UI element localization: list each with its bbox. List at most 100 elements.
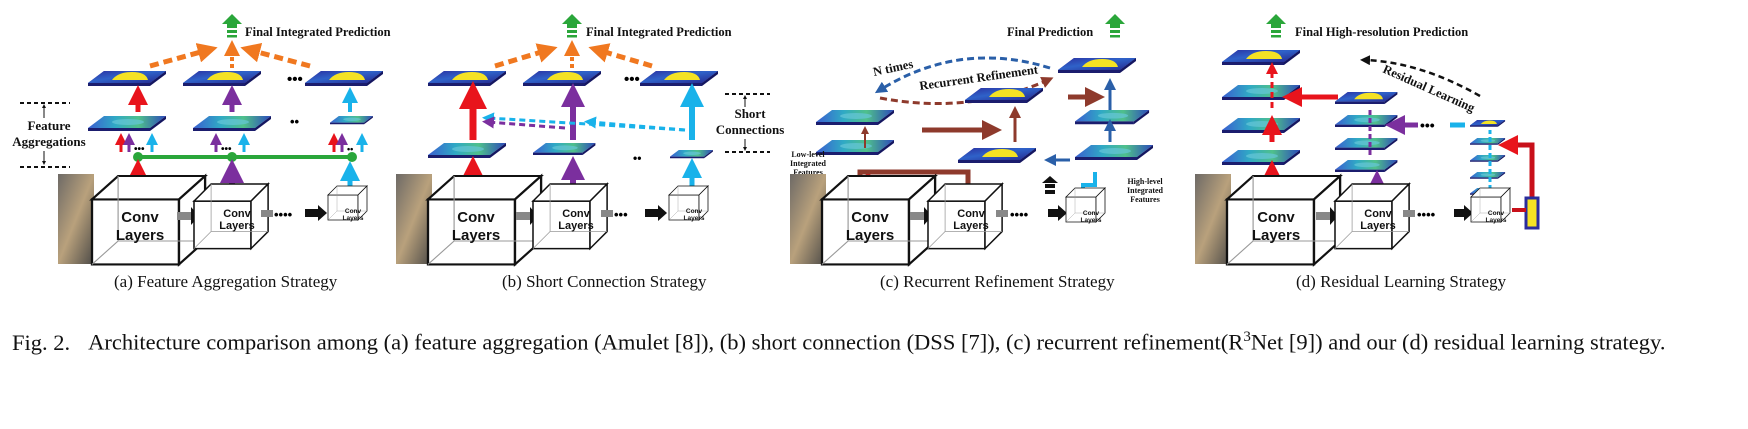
- panel-b-short-connection: Final Integrated Prediction ••• •• Short…: [396, 14, 785, 266]
- conv-label: Layers: [452, 227, 500, 244]
- side-label: Aggregations: [12, 134, 85, 149]
- caption-text: Architecture comparison among (a) featur…: [88, 329, 1244, 355]
- low-level-label: Low-level: [791, 150, 825, 159]
- figure-caption: Fig. 2. Architecture comparison among (a)…: [12, 323, 1737, 357]
- final-output-arrow-icon: [562, 14, 582, 38]
- panel-c-recurrent-refinement: Final Prediction N times Recurrent Refin…: [790, 14, 1164, 266]
- conv-label: Layers: [953, 220, 988, 232]
- conv-label: Conv: [1488, 210, 1505, 217]
- side-label: Feature: [27, 118, 70, 133]
- high-level-label: High-level: [1127, 177, 1163, 186]
- input-image: [58, 174, 94, 264]
- panel-d-top-label: Final High-resolution Prediction: [1295, 25, 1468, 39]
- conv-label: Conv: [1364, 208, 1392, 220]
- conv-label: Conv: [957, 208, 985, 220]
- input-image: [790, 174, 826, 264]
- svg-text:••••: ••••: [1417, 207, 1436, 222]
- prediction-map: [1335, 92, 1398, 104]
- panel-c-top-label: Final Prediction: [1007, 25, 1093, 39]
- prediction-map: [305, 71, 383, 86]
- architecture-figure: Final Integrated Prediction ••• •• ••• •…: [12, 14, 1540, 266]
- feature-map: [88, 116, 166, 131]
- subcaption-d: (d) Residual Learning Strategy: [1296, 272, 1507, 291]
- feature-map: [1075, 145, 1153, 160]
- caption-superscript: 3: [1243, 329, 1251, 345]
- input-image: [396, 174, 432, 264]
- conv-label: Layers: [684, 215, 705, 222]
- prediction-map: [1222, 50, 1300, 65]
- prediction-map: [1058, 58, 1136, 73]
- high-level-label: Features: [1130, 195, 1160, 204]
- svg-text:••: ••: [633, 151, 641, 165]
- prediction-map: [640, 71, 718, 86]
- feature-map: [1222, 85, 1300, 100]
- final-output-arrow-icon: [1105, 14, 1125, 38]
- svg-text:•••: •••: [134, 144, 145, 155]
- high-level-label: Integrated: [1127, 186, 1164, 195]
- feature-map: [1470, 172, 1506, 179]
- conv-label: Conv: [1257, 209, 1295, 226]
- input-thumbnail: [1524, 196, 1540, 230]
- caption-label: Fig. 2.: [12, 329, 71, 355]
- feature-map: [1335, 160, 1398, 172]
- panel-a-feature-aggregation: Final Integrated Prediction ••• •• ••• •…: [12, 14, 391, 266]
- conv-label: Layers: [1081, 217, 1102, 224]
- conv-label: Conv: [223, 208, 251, 220]
- conv-label: Layers: [1360, 220, 1395, 232]
- feature-map: [1335, 115, 1398, 127]
- feature-map: [330, 116, 373, 125]
- conv-label: Layers: [1252, 227, 1300, 244]
- prediction-map: [523, 71, 601, 86]
- feature-map: [193, 116, 271, 131]
- prediction-map: [1470, 120, 1506, 127]
- svg-text:•••: •••: [221, 144, 232, 155]
- side-label: Short: [734, 106, 766, 121]
- prediction-map: [88, 71, 166, 86]
- prediction-map: [183, 71, 261, 86]
- feature-map: [1222, 118, 1300, 133]
- conv-label: Layers: [116, 227, 164, 244]
- input-image: [1195, 174, 1231, 264]
- side-label: Connections: [716, 122, 785, 137]
- feature-map: [670, 150, 713, 159]
- conv-label: Conv: [457, 209, 495, 226]
- svg-text:•••: •••: [624, 71, 640, 88]
- conv-label: Conv: [562, 208, 590, 220]
- subcaption-c: (c) Recurrent Refinement Strategy: [880, 272, 1115, 291]
- panel-b-top-label: Final Integrated Prediction: [586, 25, 732, 39]
- conv-label: Conv: [345, 208, 362, 215]
- prediction-map: [958, 148, 1036, 163]
- subcaption-a: (a) Feature Aggregation Strategy: [114, 272, 338, 291]
- svg-text:•••: •••: [1420, 117, 1435, 133]
- low-level-label: Features: [793, 168, 823, 177]
- svg-text:••: ••: [347, 144, 353, 154]
- conv-label: Conv: [851, 209, 889, 226]
- panel-a-top-label: Final Integrated Prediction: [245, 25, 391, 39]
- residual-label: Residual Learning: [1381, 62, 1478, 115]
- svg-text:••••: ••••: [1010, 207, 1029, 222]
- final-output-arrow-icon: [1266, 14, 1286, 38]
- conv-label: Layers: [846, 227, 894, 244]
- conv-label: Conv: [686, 208, 703, 215]
- feature-map: [428, 143, 506, 158]
- feature-map: [533, 143, 596, 155]
- conv-label: Conv: [121, 209, 159, 226]
- feature-map: [1470, 155, 1506, 162]
- feature-map: [1335, 138, 1398, 150]
- prediction-map: [965, 88, 1043, 103]
- final-output-arrow-icon: [222, 14, 242, 38]
- feature-map: [1470, 138, 1506, 145]
- svg-text:•••: •••: [614, 207, 628, 222]
- conv-label: Layers: [343, 215, 364, 222]
- conv-label: Layers: [1486, 217, 1507, 224]
- conv-label: Layers: [219, 220, 254, 232]
- svg-text:••••: ••••: [274, 207, 293, 222]
- caption-text-end: Net [9]) and our (d) residual learning s…: [1250, 329, 1666, 355]
- panel-d-residual-learning: Final High-resolution Prediction Residua…: [1195, 14, 1540, 266]
- conv-label: Layers: [558, 220, 593, 232]
- subcaption-b: (b) Short Connection Strategy: [502, 272, 707, 291]
- feature-map: [816, 140, 894, 155]
- feature-map: [1222, 150, 1300, 165]
- low-level-label: Integrated: [790, 159, 827, 168]
- svg-text:•••: •••: [287, 71, 303, 88]
